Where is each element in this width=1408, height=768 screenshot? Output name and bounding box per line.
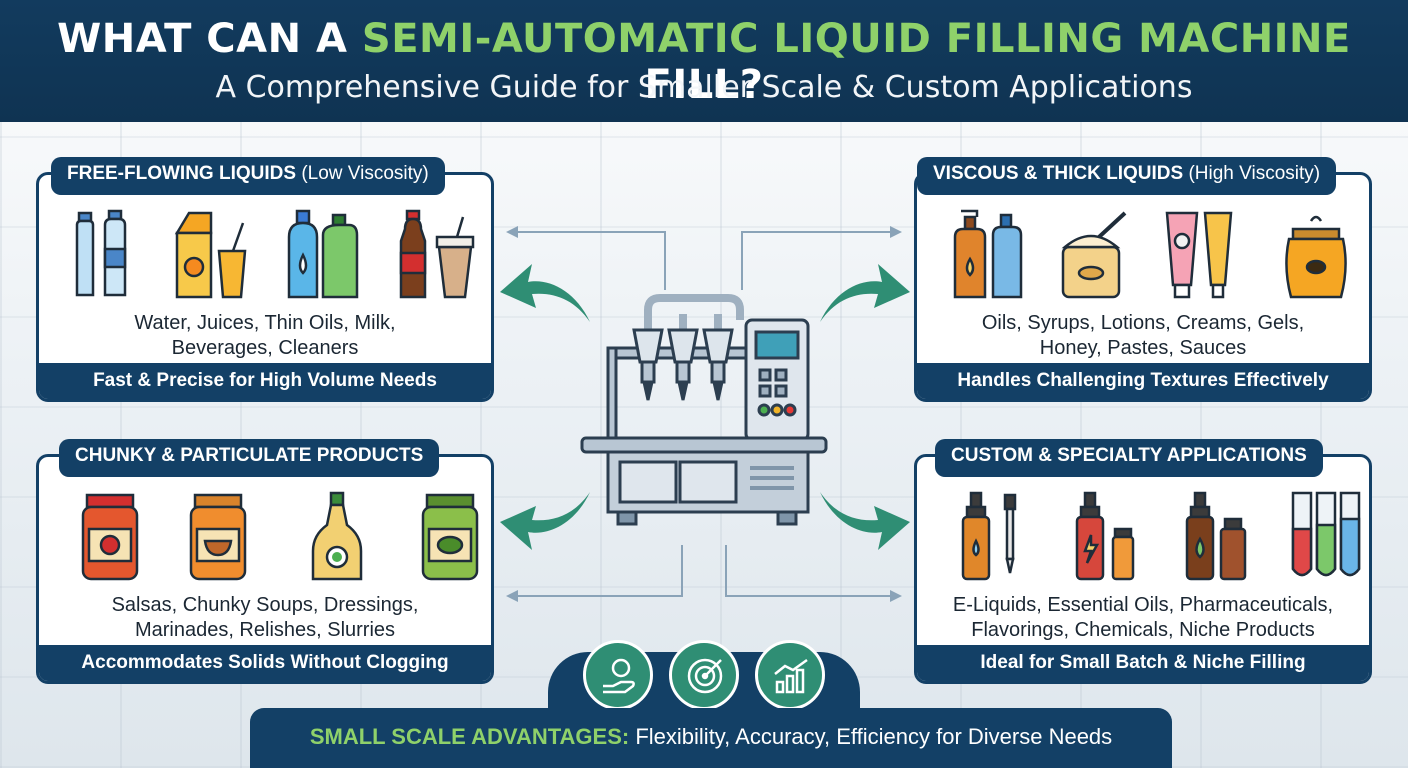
dropper-bottle-icon [961,491,1017,581]
panel-viscous-liquids: VISCOUS & THICK LIQUIDS (High Viscosity) [914,157,1372,402]
advantage-badge-cost [583,640,653,710]
panel-footer: Handles Challenging Textures Effectively [917,363,1369,399]
panel-title: FREE-FLOWING LIQUIDS (Low Viscosity) [51,157,445,195]
pump-bottle-icon [953,209,1023,299]
growth-chart-icon [774,658,808,694]
page-subtitle: A Comprehensive Guide for Smaller Scale … [215,70,1193,105]
icon-row [941,489,1361,585]
panel-description: Water, Juices, Thin Oils, Milk, Beverage… [134,312,396,359]
e-liquid-bottle-icon [1075,491,1135,581]
salsa-jar-icon [81,493,139,581]
dressing-bottle-icon [311,491,363,581]
panel-description: Oils, Syrups, Lotions, Creams, Gels, Hon… [981,312,1305,359]
target-icon [687,658,723,694]
icon-row [941,207,1347,303]
juice-carton-icon [174,211,247,299]
honey-jar-icon [1285,215,1347,299]
page-title: WHAT CAN A SEMI-AUTOMATIC LIQUID FILLING… [57,16,1351,108]
cream-jar-icon [1061,211,1127,299]
relish-jar-icon [421,493,479,581]
panel-title: CUSTOM & SPECIALTY APPLICATIONS [935,439,1323,477]
filling-machine-icon [580,294,828,526]
panel-title: VISCOUS & THICK LIQUIDS (High Viscosity) [917,157,1337,195]
tube-icon [1165,211,1233,299]
test-tubes-icon [1291,491,1361,577]
essential-oil-icon [1185,491,1247,581]
panel-description: E-Liquids, Essential Oils, Pharmaceutica… [952,594,1334,641]
panel-footer: Ideal for Small Batch & Niche Filling [917,645,1369,681]
icon-row [63,207,475,303]
cleaner-bottle-icon [287,209,359,299]
icon-row [63,489,479,585]
soup-jar-icon [189,493,247,581]
header-banner: WHAT CAN A SEMI-AUTOMATIC LIQUID FILLING… [0,0,1408,122]
panel-free-flowing-liquids: FREE-FLOWING LIQUIDS (Low Viscosity) [36,157,494,402]
money-hand-icon [603,658,635,694]
panel-footer: Fast & Precise for High Volume Needs [39,363,491,399]
panel-footer: Accommodates Solids Without Clogging [39,645,491,681]
soda-bottle-icon [399,209,475,299]
advantage-badge-efficiency [755,640,825,710]
advantages-banner: SMALL SCALE ADVANTAGES: Flexibility, Acc… [250,708,1172,768]
water-bottle-icon [75,209,127,297]
panel-custom-applications: CUSTOM & SPECIALTY APPLICATIONS [914,439,1372,684]
panel-title: CHUNKY & PARTICULATE PRODUCTS [59,439,440,477]
advantage-badge-accuracy [669,640,739,710]
panel-chunky-products: CHUNKY & PARTICULATE PRODUCTS [36,439,494,684]
panel-description: Salsas, Chunky Soups, Dressings, Marinad… [111,594,419,641]
